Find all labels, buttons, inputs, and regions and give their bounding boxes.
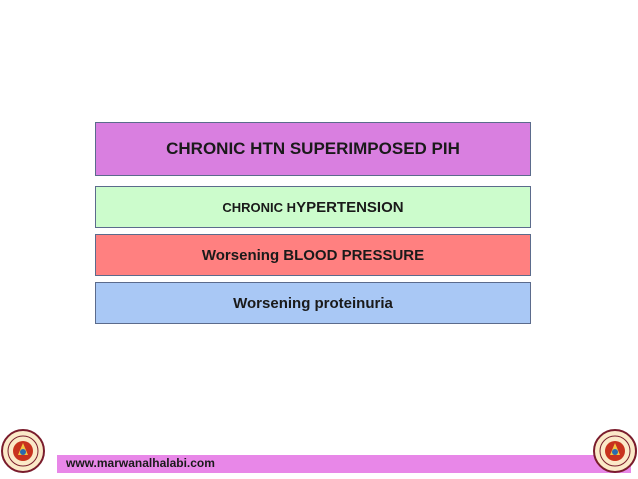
title-box: CHRONIC HTN SUPERIMPOSED PIH [95,122,531,176]
proteinuria-box: Worsening proteinuria [95,282,531,324]
chronic-text-large: YPERTENSION [296,198,404,216]
university-seal-icon [593,429,637,473]
proteinuria-text: Worsening proteinuria [233,294,393,312]
university-seal-icon [1,429,45,473]
title-text: CHRONIC HTN SUPERIMPOSED PIH [166,139,460,158]
chronic-hypertension-box: CHRONIC HYPERTENSION [95,186,531,228]
chronic-hypertension-text: CHRONIC HYPERTENSION [222,199,403,216]
chronic-text-small: CHRONIC H [222,199,297,215]
blood-pressure-box: Worsening BLOOD PRESSURE [95,234,531,276]
website-link[interactable]: www.marwanalhalabi.com [66,456,215,470]
footer-bar [57,455,631,473]
blood-pressure-text: Worsening BLOOD PRESSURE [201,246,425,264]
